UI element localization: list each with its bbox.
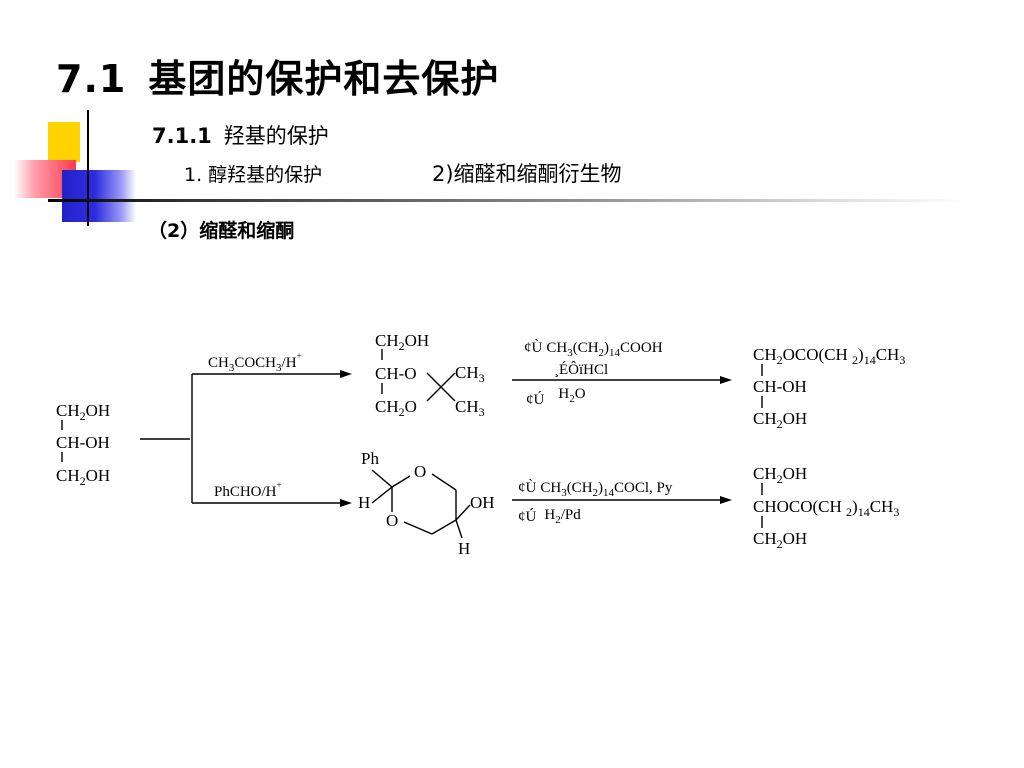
decor-horizontal-rule bbox=[48, 199, 968, 202]
ketal-mid: CH-O bbox=[375, 364, 417, 383]
acetal-h-bottom: H bbox=[458, 539, 470, 558]
acetal-phenyl: Ph bbox=[361, 449, 379, 468]
list-item-sub: 2)缩醛和缩酮衍生物 bbox=[432, 162, 622, 186]
section-label: （2）缩醛和缩酮 bbox=[148, 220, 295, 242]
ketal-methyl-1: CH3 bbox=[455, 363, 485, 385]
acetal-o-bottom: O bbox=[386, 511, 398, 530]
title-number: 7.1 bbox=[56, 57, 127, 101]
ketal-top: CH2OH bbox=[375, 331, 429, 353]
start-ch2oh-bottom: CH2OH bbox=[56, 466, 110, 488]
upper-catalyst-label: ¸ÉÔïHCl bbox=[554, 361, 608, 378]
acetal-h-left: H bbox=[358, 493, 370, 512]
subtitle: 7.1.1 羟基的保护 bbox=[152, 120, 329, 150]
list-item-text: 1. 醇羟基的保护 bbox=[184, 164, 323, 186]
lower-product-low: CH2OH bbox=[753, 529, 807, 551]
upper-product-top: CH2OCO(CH 2)14CH3 bbox=[753, 345, 905, 367]
decor-vertical-line bbox=[87, 110, 89, 226]
upper-product-low: CH2OH bbox=[753, 409, 807, 431]
decor-blue-square bbox=[62, 170, 136, 222]
ketal-low: CH2O bbox=[375, 397, 417, 419]
upper-reagent: CH3COCH3/H+ bbox=[208, 351, 302, 374]
lower-product-top: CH2OH bbox=[753, 464, 807, 486]
lower-reagent: PhCHO/H+ bbox=[214, 480, 282, 500]
acetal-o-top: O bbox=[414, 462, 426, 481]
lower-product-mid: CHOCO(CH 2)14CH3 bbox=[753, 497, 899, 519]
title-text: 基团的保护和去保护 bbox=[148, 57, 500, 101]
subtitle-text: 羟基的保护 bbox=[223, 124, 329, 148]
subtitle-number: 7.1.1 bbox=[152, 124, 212, 148]
start-choh: CH-OH bbox=[56, 433, 110, 452]
slide-title: 7.1 基团的保护和去保护 bbox=[56, 48, 499, 103]
upper-product-mid: CH-OH bbox=[753, 377, 807, 396]
decor-yellow-square bbox=[48, 122, 80, 162]
ketal-methyl-2: CH3 bbox=[455, 397, 485, 419]
start-ch2oh-top: CH2OH bbox=[56, 401, 110, 423]
acetal-oh: OH bbox=[470, 493, 495, 512]
